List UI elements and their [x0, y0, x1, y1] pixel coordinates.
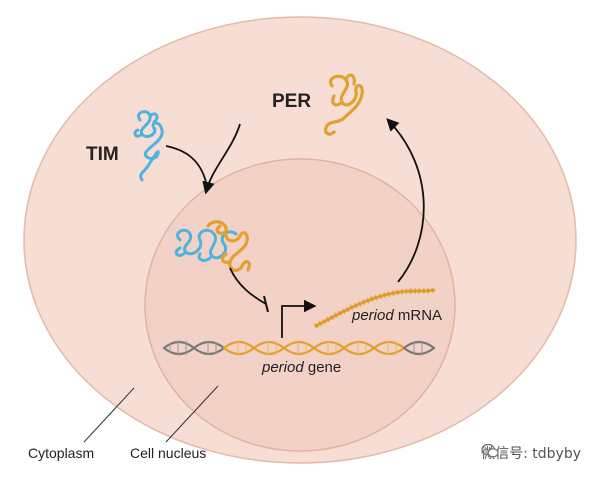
per-protein	[324, 73, 364, 136]
transcription-arrow	[281, 299, 317, 338]
gene-label: period gene	[261, 359, 341, 376]
export-arrow	[386, 118, 425, 283]
gene-label-plain: gene	[304, 359, 342, 376]
watermark: 微信号: tdbyby	[481, 443, 581, 463]
mrna-label-plain: mRNA	[394, 307, 442, 324]
nucleus-label: Cell nucleus	[130, 445, 206, 461]
nucleus-shape	[144, 158, 456, 452]
entry-arrow	[202, 123, 241, 195]
tim-protein	[133, 110, 164, 182]
wechat-icon	[481, 443, 499, 458]
mrna-label: period mRNA	[351, 307, 442, 324]
mrna-ticks	[314, 287, 435, 329]
cytoplasm-label: Cytoplasm	[28, 445, 94, 461]
per-tim-complex	[174, 220, 251, 272]
dna-helix	[162, 340, 436, 356]
tim-join-line	[165, 145, 207, 183]
nucleus-pointer	[165, 385, 219, 443]
watermark-text: 微信号: tdbyby	[481, 446, 581, 462]
cytoplasm-pointer	[83, 387, 135, 443]
per-label: PER	[272, 91, 311, 112]
gene-label-italic: period	[261, 359, 304, 376]
mrna-label-italic: period	[351, 307, 394, 324]
inhibition-line	[229, 267, 267, 305]
inhibition-bar	[263, 295, 269, 313]
tim-label: TIM	[86, 144, 119, 165]
